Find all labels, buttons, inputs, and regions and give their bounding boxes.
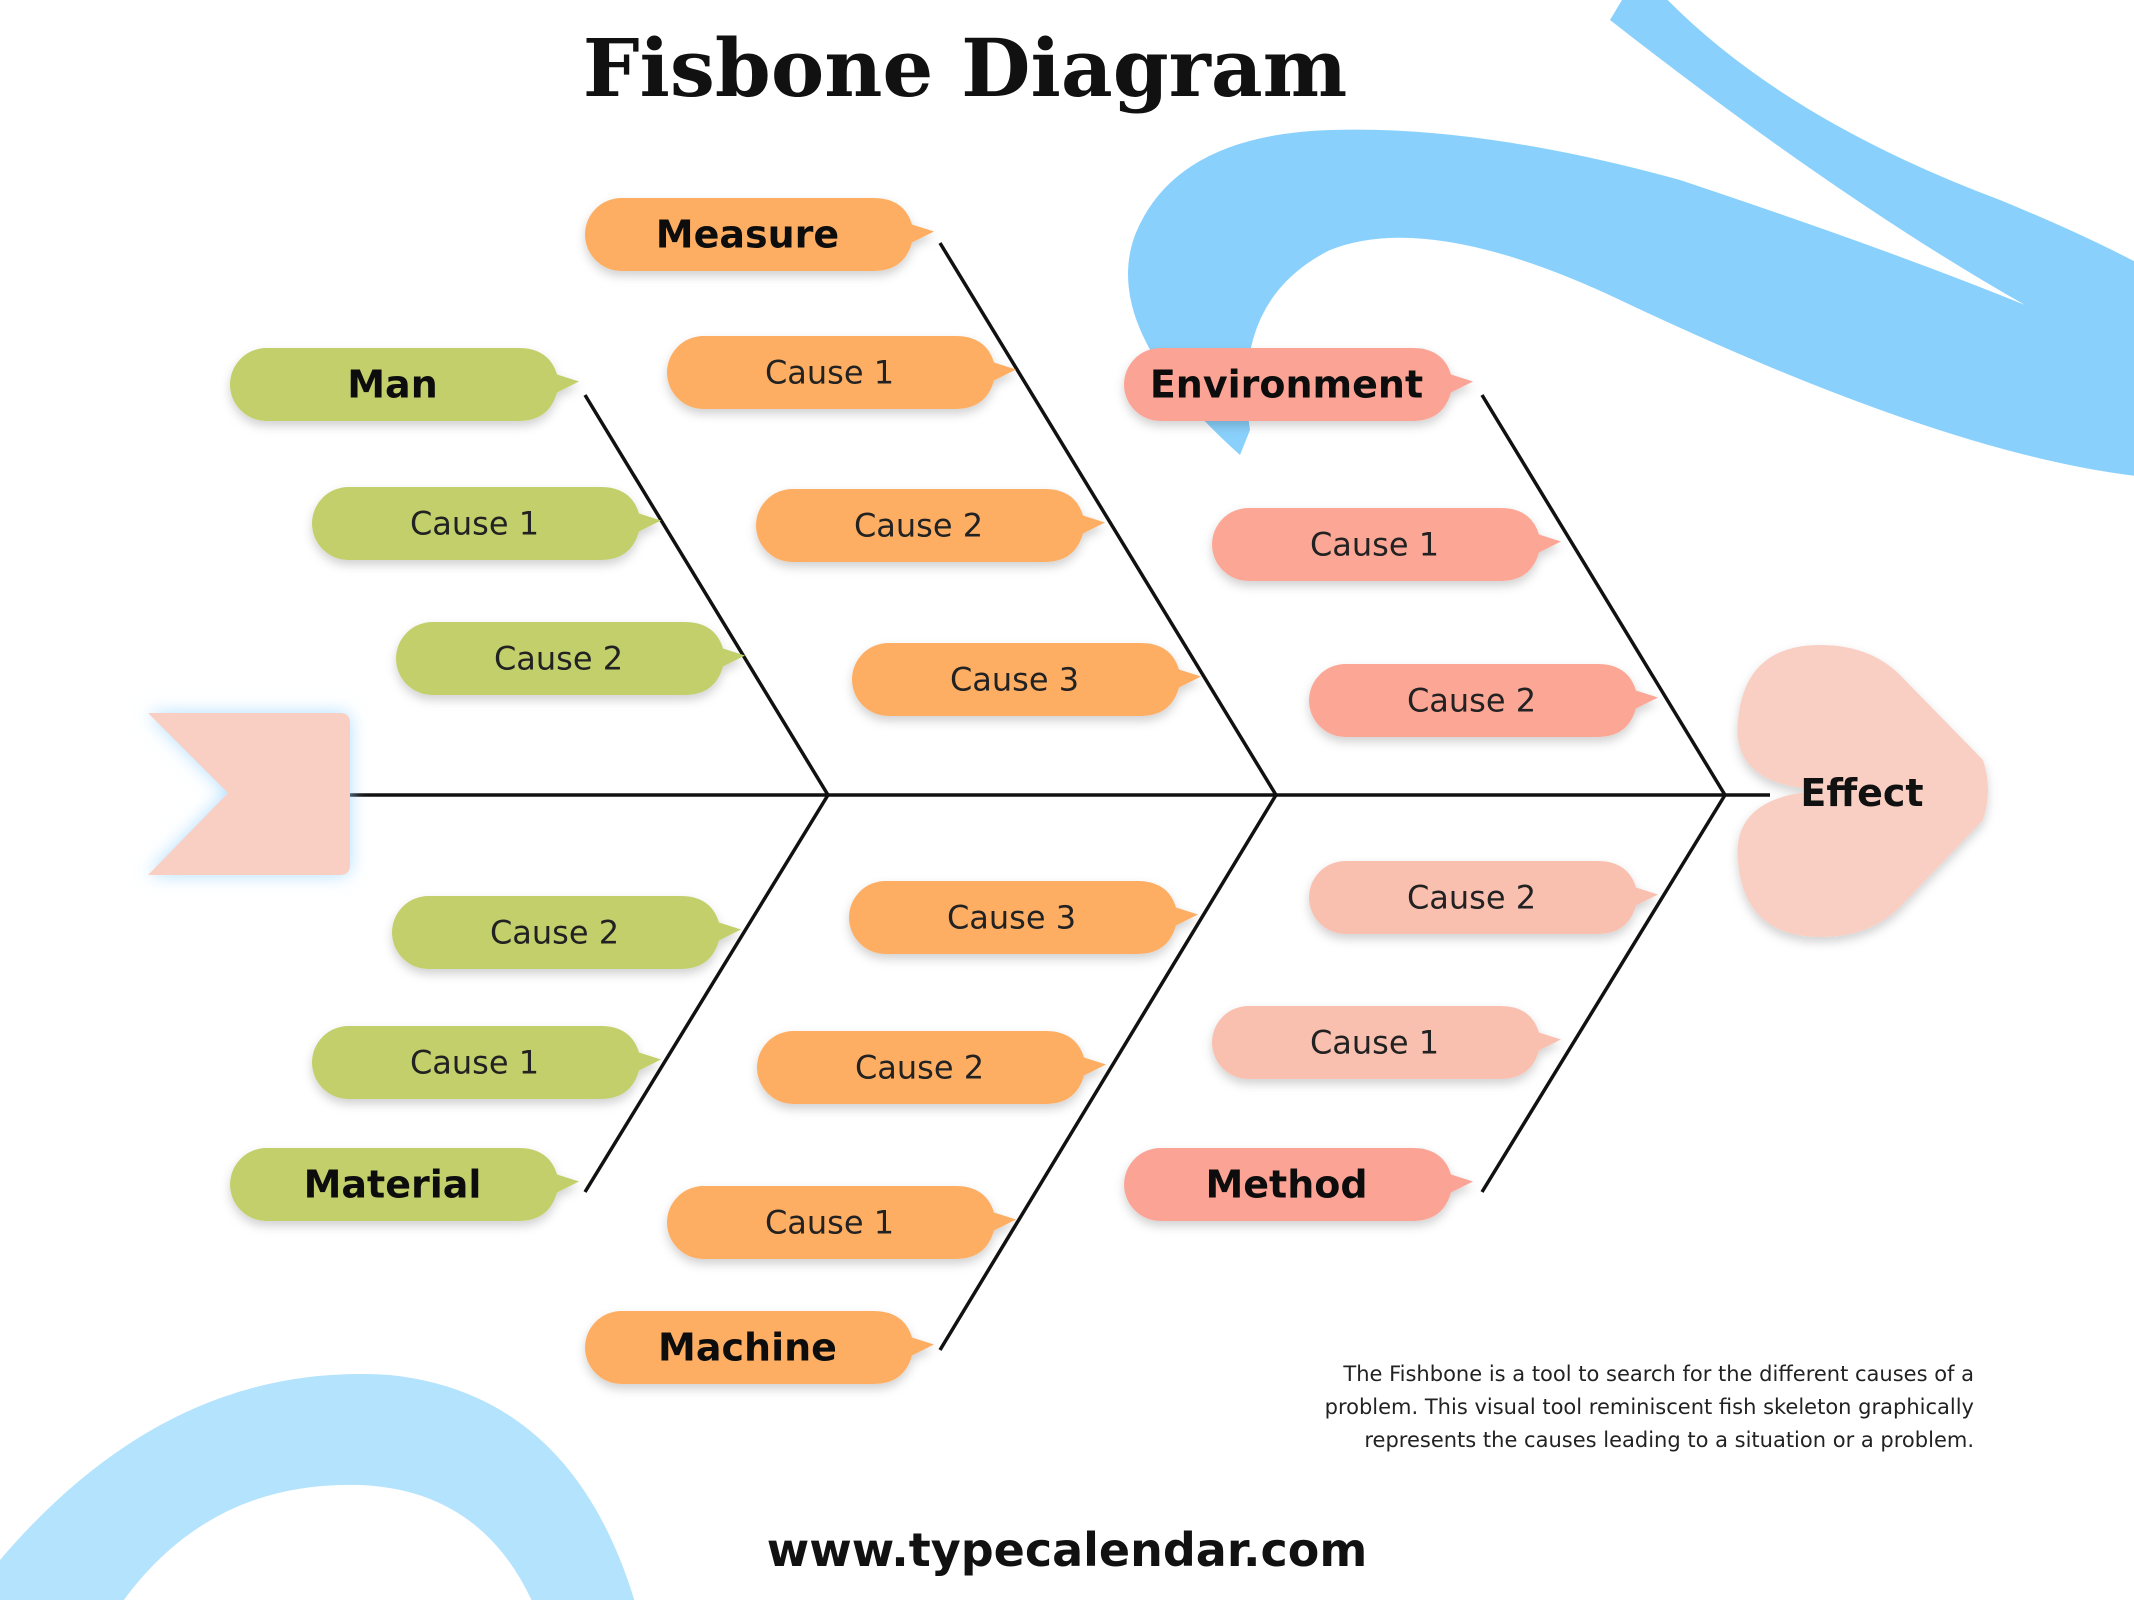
cause-method-1-shape <box>1309 861 1658 934</box>
cause-man-2-text: Cause 2 <box>494 640 623 678</box>
cause-environment-1-text: Cause 1 <box>1310 526 1439 564</box>
bone-material <box>583 794 830 1193</box>
footer-url[interactable]: www.typecalendar.com <box>766 1523 1368 1577</box>
bone-man <box>583 394 830 796</box>
cause-measure-2-shape <box>756 489 1105 562</box>
fish-skeleton <box>350 242 1770 1351</box>
category-measure: Measure <box>585 198 934 271</box>
cause-man-1-shape <box>312 487 661 560</box>
cause-material-1-text: Cause 2 <box>490 914 619 952</box>
cause-measure-1-shape <box>666 336 1016 409</box>
fish-tail-shape <box>148 713 350 875</box>
bone-machine <box>938 794 1278 1351</box>
cause-material-2-text: Cause 1 <box>410 1044 539 1082</box>
cause-machine-3-shape <box>666 1185 1016 1259</box>
category-environment-shape <box>1124 348 1473 421</box>
category-measure-text: Measure <box>656 213 839 257</box>
cause-environment-2: Cause 2 <box>1309 664 1658 737</box>
cause-method-2: Cause 1 <box>1212 1006 1561 1079</box>
cause-man-2: Cause 2 <box>396 622 745 695</box>
description-text: The Fishbone is a tool to search for the… <box>1324 1362 1974 1452</box>
cause-material-2-shape <box>312 1026 661 1099</box>
cause-measure-3-text: Cause 3 <box>950 661 1079 699</box>
category-environment: Environment <box>1124 348 1473 421</box>
cause-method-1: Cause 2 <box>1309 861 1658 934</box>
category-man: Man <box>230 348 579 421</box>
cause-measure-2-text: Cause 2 <box>854 507 983 545</box>
cause-man-1: Cause 1 <box>312 487 661 560</box>
category-machine-shape <box>585 1311 934 1384</box>
cause-measure-3-shape <box>852 643 1201 716</box>
category-machine-text: Machine <box>658 1326 837 1370</box>
decor-wave-top <box>1128 0 2134 476</box>
cause-method-2-shape <box>1212 1006 1561 1079</box>
cause-machine-2: Cause 2 <box>756 1031 1106 1104</box>
category-material: Material <box>230 1148 579 1221</box>
cause-measure-1-text: Cause 1 <box>765 354 894 392</box>
category-method-shape <box>1124 1148 1473 1221</box>
cause-measure-3: Cause 3 <box>852 643 1201 716</box>
cause-material-1-shape <box>392 896 741 969</box>
cause-environment-1: Cause 1 <box>1212 508 1561 581</box>
cause-method-2-text: Cause 1 <box>1310 1024 1439 1062</box>
cause-material-2: Cause 1 <box>312 1026 661 1099</box>
page-title: Fisbone Diagram <box>583 21 1348 115</box>
cause-machine-2-shape <box>756 1031 1106 1104</box>
cause-environment-1-shape <box>1212 508 1561 581</box>
cause-environment-2-text: Cause 2 <box>1407 682 1536 720</box>
bone-measure <box>938 242 1278 796</box>
category-material-shape <box>230 1148 579 1221</box>
category-measure-shape <box>585 198 934 271</box>
cause-measure-1: Cause 1 <box>666 336 1016 409</box>
category-man-text: Man <box>347 363 438 407</box>
cause-machine-1-text: Cause 3 <box>947 899 1076 937</box>
cause-machine-1-shape <box>848 881 1198 954</box>
category-method-text: Method <box>1205 1163 1367 1207</box>
bone-environment <box>1480 394 1727 796</box>
effect-shape <box>1737 645 1988 937</box>
cause-measure-2: Cause 2 <box>756 489 1105 562</box>
category-machine: Machine <box>585 1311 934 1384</box>
cause-machine-3-text: Cause 1 <box>765 1204 894 1242</box>
cause-method-1-text: Cause 2 <box>1407 879 1536 917</box>
cause-machine-2-text: Cause 2 <box>855 1049 984 1087</box>
cause-man-2-shape <box>396 622 745 695</box>
category-method: Method <box>1124 1148 1473 1221</box>
category-man-shape <box>230 348 579 421</box>
cause-man-1-text: Cause 1 <box>410 505 539 543</box>
category-material-text: Material <box>304 1163 482 1207</box>
bone-method <box>1480 794 1727 1193</box>
cause-environment-2-shape <box>1309 664 1658 737</box>
decor-wave-bottom <box>0 1374 635 1600</box>
cause-material-1: Cause 2 <box>392 896 741 969</box>
effect-head: Effect <box>1737 645 1988 937</box>
effect-label: Effect <box>1800 771 1923 815</box>
cause-machine-3: Cause 1 <box>666 1185 1016 1259</box>
cause-machine-1: Cause 3 <box>848 881 1198 954</box>
category-environment-text: Environment <box>1150 363 1423 407</box>
